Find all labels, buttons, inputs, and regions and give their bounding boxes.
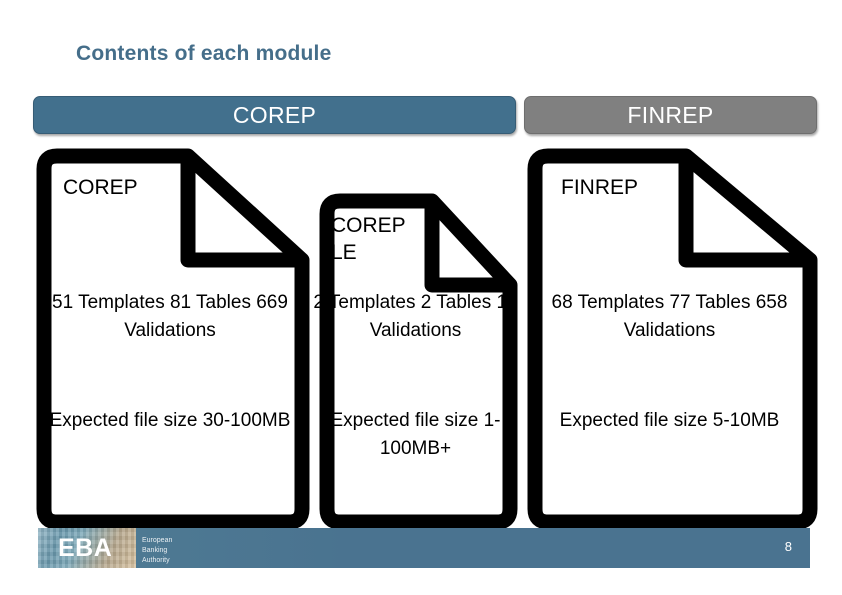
document-stats-finrep: 68 Templates 77 Tables 658 Validations — [551, 292, 788, 341]
document-filesize-corep: Expected file size 30-100MB — [49, 410, 291, 431]
document-stats-corep-le: 2 Templates 2 Tables 13 Validations — [313, 292, 518, 341]
header-bar-corep-label: COREP — [232, 101, 317, 128]
document-card-corep: COREP 51 Templates 81 Tables 669 Validat… — [30, 148, 310, 530]
eba-logo: EBA — [38, 528, 136, 568]
document-title-corep-le: COREP LE — [331, 214, 406, 264]
header-bar-finrep-label: FINREP — [627, 101, 714, 128]
page-number: 8 — [784, 539, 792, 554]
slide-footer: EBA European Banking Authority 8 — [38, 528, 810, 568]
page-title: Contents of each module — [76, 42, 332, 65]
document-stats-corep: 51 Templates 81 Tables 669 Validations — [52, 292, 288, 341]
eba-logo-wordmark: European Banking Authority — [142, 537, 173, 565]
header-bar-finrep: FINREP — [524, 96, 817, 134]
document-filesize-corep-le: Expected file size 1-100MB+ — [330, 410, 501, 459]
header-bar-corep: COREP — [33, 96, 516, 134]
document-title-corep: COREP — [63, 176, 138, 199]
document-page-icon-corep — [36, 148, 310, 530]
document-page-icon-finrep — [527, 148, 818, 530]
document-filesize-finrep: Expected file size 5-10MB — [559, 410, 780, 431]
document-card-finrep: FINREP 68 Templates 77 Tables 658 Valida… — [521, 148, 818, 530]
document-page-icon-corep-le — [319, 193, 518, 530]
document-title-finrep: FINREP — [561, 176, 639, 199]
document-card-corep-le: COREP LE 2 Templates 2 Tables 13 Validat… — [313, 193, 518, 530]
eba-logo-mark: EBA — [58, 533, 113, 562]
